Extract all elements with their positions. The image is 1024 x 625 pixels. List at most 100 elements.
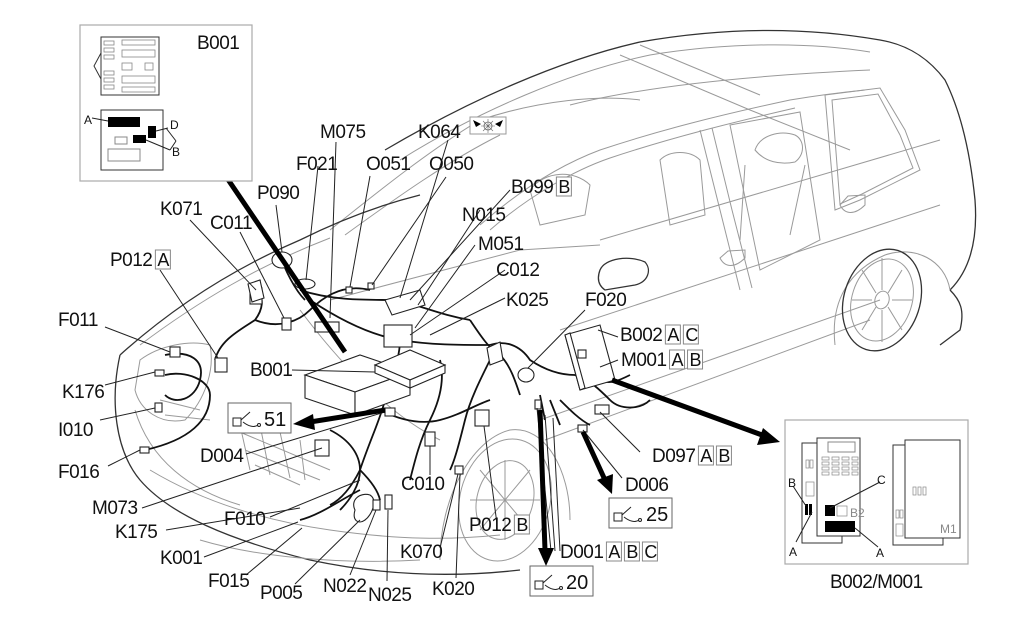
climate-control-icon: [469, 116, 507, 135]
connector-suffix: A: [667, 325, 679, 345]
label-k001: K001: [160, 548, 203, 569]
connector-i010: [154, 402, 163, 413]
label-i010: I010: [58, 420, 93, 441]
label-c010: C010: [401, 474, 445, 495]
connector-suffix: B: [690, 350, 702, 370]
label-o051: O051: [366, 154, 411, 175]
connector-suffix-box: [513, 514, 530, 535]
label-text: M051: [478, 234, 524, 255]
label-text: K020: [432, 579, 474, 600]
connector-d001: [534, 399, 542, 410]
connector-suffix-box: [682, 324, 699, 345]
label-m073: M073: [92, 498, 138, 519]
grommet-f020: [517, 367, 535, 383]
label-text: D001: [560, 542, 603, 563]
connector-suffix-box: [623, 541, 640, 562]
label-m075: M075: [320, 122, 366, 143]
label-f021: F021: [296, 154, 338, 175]
label-f020: F020: [585, 290, 627, 311]
ground-ref-51[interactable]: 51: [227, 402, 292, 434]
label-text: K176: [62, 382, 104, 403]
connector-suffix: B: [558, 177, 570, 197]
connector-o050: [367, 282, 375, 290]
connector-o051: [345, 286, 353, 294]
connector-d004: [384, 407, 396, 417]
label-text: K025: [506, 290, 548, 311]
label-k176: K176: [62, 382, 105, 403]
connector-suffix: A: [157, 250, 169, 270]
connector-suffix: A: [700, 446, 712, 466]
connector-suffix-box: [697, 445, 714, 466]
connector-suffix: A: [672, 350, 684, 370]
label-text: B002: [620, 325, 662, 346]
label-text: C010: [401, 474, 444, 495]
label-text: O050: [429, 154, 473, 175]
label-text: O051: [366, 154, 410, 175]
label-k020: K020: [432, 579, 475, 600]
connector-suffix-box: [669, 349, 686, 370]
ground-ref-number: 51: [264, 409, 286, 431]
label-o050: O050: [429, 154, 474, 175]
b2-marking: B2: [850, 506, 865, 520]
pin-label-c: C: [877, 473, 886, 487]
label-d004: D004: [200, 446, 245, 467]
inset-b001-title: B001: [197, 33, 239, 54]
label-b001: B001: [250, 360, 293, 381]
connector-k070: [454, 465, 464, 475]
connector-suffix-box: [555, 176, 572, 197]
label-text: I010: [58, 420, 93, 441]
connector-suffix: B: [718, 446, 730, 466]
arrow-to-ref20: [537, 409, 548, 551]
label-text: B099: [511, 177, 553, 198]
label-text: P090: [257, 183, 299, 204]
pin-label-b-left: B: [788, 476, 796, 490]
label-text: B001: [250, 360, 292, 381]
ground-ref-20[interactable]: 20: [529, 565, 594, 597]
label-k175: K175: [115, 522, 158, 543]
connector-suffix-box: [641, 541, 658, 562]
rear-wheel: [841, 248, 923, 352]
label-text: P012: [110, 250, 152, 271]
connector-c010: [424, 431, 436, 447]
label-n022: N022: [323, 576, 367, 597]
connector-f016: [139, 446, 150, 454]
connector-d097: [594, 404, 610, 415]
pin-label-a-right: A: [876, 546, 884, 560]
inset-b002-m001: B A C A B2 M1 B002/M001: [784, 419, 969, 593]
label-f015: F015: [208, 571, 250, 592]
pin-label-a: A: [84, 113, 92, 127]
label-text: F010: [224, 509, 265, 530]
label-text: K070: [400, 542, 442, 563]
label-text: D097: [652, 446, 695, 467]
label-text: M075: [320, 122, 366, 143]
front-wheel: [439, 429, 571, 562]
ground-connector-icon: [613, 506, 642, 522]
label-text: K064: [418, 122, 461, 143]
label-f011: F011: [58, 310, 98, 331]
label-k064: K064: [418, 122, 462, 143]
grommet-k025: [486, 341, 504, 366]
wiper-motor-n015: [384, 289, 426, 316]
connector-d006: [577, 424, 588, 433]
label-k070: K070: [400, 542, 443, 563]
arrow-to-b002-inset: [611, 377, 763, 438]
label-text: M001: [621, 350, 667, 371]
label-text: F011: [58, 310, 98, 331]
arrow-to-ref25: [580, 430, 608, 482]
connector-k176: [154, 369, 165, 377]
label-p090: P090: [257, 183, 300, 204]
label-c012: C012: [496, 260, 540, 281]
arrow-to-b001-inset: [205, 148, 348, 354]
ground-ref-25[interactable]: 25: [608, 497, 673, 529]
inset-b001: A D B B001: [79, 24, 253, 182]
label-text: F016: [58, 462, 99, 483]
fuse-box-top-view: [93, 36, 160, 96]
